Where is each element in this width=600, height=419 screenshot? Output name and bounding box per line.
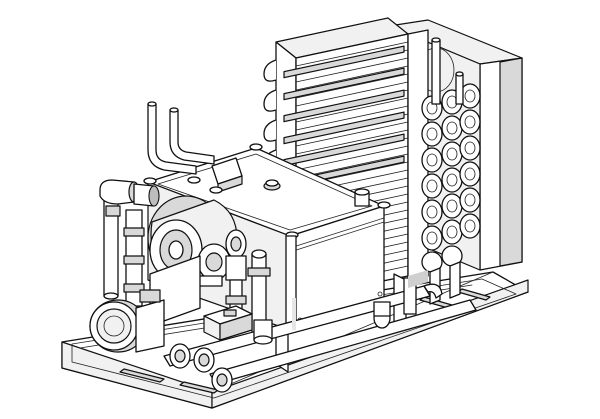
solenoid-valve <box>203 305 253 341</box>
header-pipe-stubs <box>431 37 464 105</box>
bottom-manifold <box>163 277 477 393</box>
breather-pipes <box>147 101 215 175</box>
radiator-connection-elbows <box>373 283 443 329</box>
shading-accents <box>292 270 428 330</box>
return-bend-header <box>407 29 481 305</box>
filter-housing <box>89 289 165 353</box>
pump-motor-assembly <box>147 195 238 327</box>
condenser-unit <box>263 17 523 373</box>
tank-top-fittings <box>187 176 370 207</box>
u-bend-coils <box>421 83 481 273</box>
left-piping <box>99 179 271 335</box>
manifold-fittings <box>169 319 273 393</box>
filler-cap <box>263 179 281 191</box>
